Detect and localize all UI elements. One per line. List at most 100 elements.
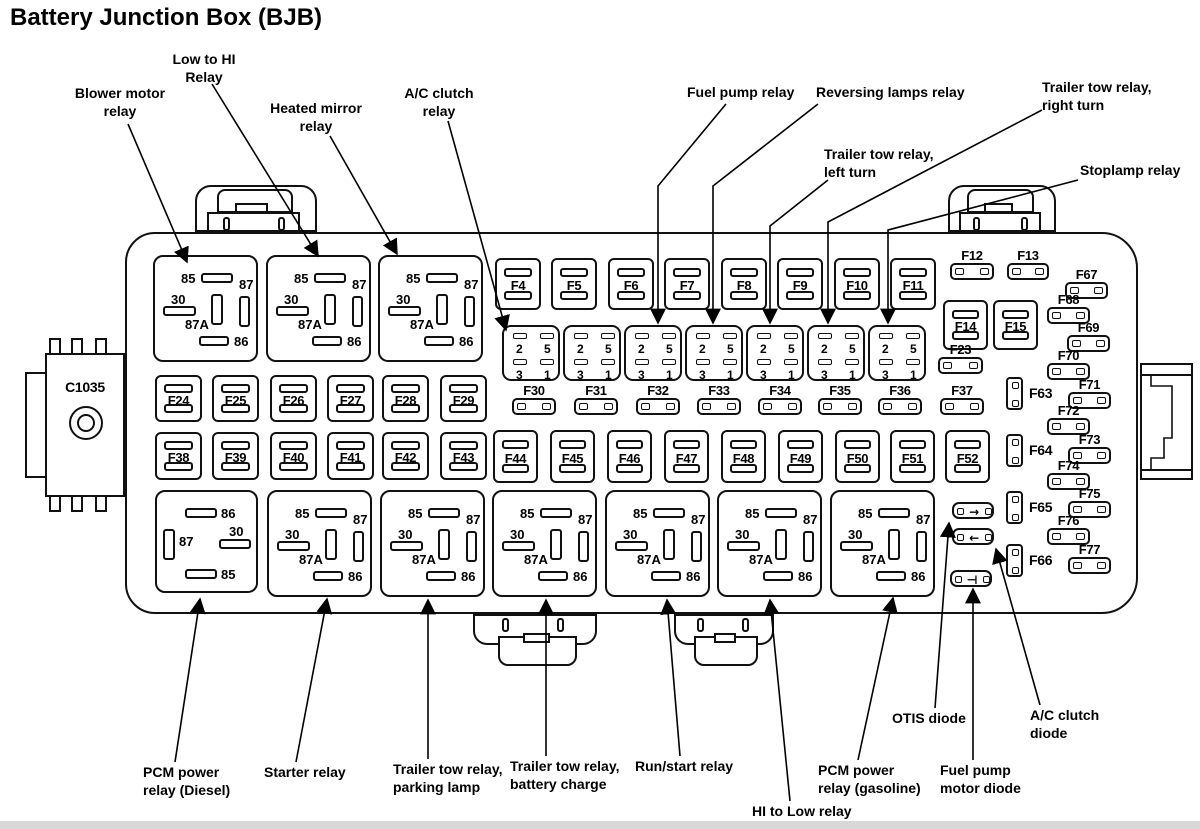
fuse-notch-right (542, 403, 551, 410)
diode-symbol: ← (969, 531, 979, 545)
pin-slot (879, 359, 893, 365)
fuse-label-F77: F77 (1078, 542, 1101, 557)
fuse-label: F43 (452, 450, 475, 465)
relay-pin-30: 30 (229, 524, 244, 539)
fuse-slot-top (954, 440, 981, 449)
relay-pin-30: 30 (510, 527, 525, 542)
relay-pin-87: 87 (803, 512, 818, 527)
top-latch-2-slot-right (1021, 217, 1028, 231)
fuse-slot-bottom (391, 462, 420, 471)
socket-pin-1: 1 (666, 368, 673, 382)
fuse-label-F31: F31 (585, 383, 607, 398)
pin-slot (696, 333, 710, 339)
fuse-F30 (512, 398, 556, 415)
socket-pin-2: 2 (821, 342, 828, 356)
fuse-notch-right (1096, 340, 1105, 347)
relay-pin-30: 30 (623, 527, 638, 542)
fuse-F25: F25 (212, 375, 259, 422)
relay-pin-87a: 87A (862, 552, 886, 567)
fuse-notch-left (1073, 562, 1082, 569)
fuse-F38: F38 (155, 432, 202, 480)
leader-line-11 (295, 597, 333, 763)
fuse-slot-bottom (221, 462, 250, 471)
fuse-F47: F47 (664, 430, 709, 483)
socket-pin-5: 5 (605, 342, 612, 356)
fuse-notch-bottom (1012, 514, 1019, 521)
fuse-label-F71: F71 (1078, 377, 1101, 392)
socket-pin-3: 3 (577, 368, 584, 382)
fuel-pump-motor-diode-slot: ⊣ (950, 570, 992, 587)
socket-pin-3: 3 (821, 368, 828, 382)
fuse-slot-bottom (617, 291, 645, 300)
fuse-F9: F9 (777, 258, 823, 310)
fuse-F73 (1068, 447, 1111, 464)
fuse-notch-top (1012, 439, 1019, 446)
fuse-notch-left (1073, 506, 1082, 513)
pin-slot (574, 333, 588, 339)
bottom-edge-strip (0, 821, 1200, 829)
top-latch-2-slot-left (973, 217, 980, 231)
fuse-label-F67: F67 (1075, 267, 1098, 282)
fuse-label: F45 (561, 451, 584, 466)
fuse-label: F42 (394, 450, 417, 465)
relay-slot-87 (803, 531, 814, 562)
fuse-slot-top (164, 384, 193, 393)
top-latch-1-tab (235, 203, 268, 213)
relay-pin-86: 86 (573, 569, 588, 584)
callout-blower-motor-relay: Blower motor relay (74, 85, 166, 119)
fuse-notch-left (943, 362, 952, 369)
fuse-notch-left (955, 268, 964, 275)
relay-slot-87a (436, 294, 448, 325)
callout-trailer-tow-relay-battery-charge: Trailer tow relay, battery charge (510, 758, 620, 792)
relay-pin-87a: 87A (749, 552, 773, 567)
fuse-slot-bottom (502, 464, 529, 473)
relay-slot-87a (888, 529, 900, 560)
fuse-F74 (1047, 473, 1090, 490)
relay-pin-85: 85 (406, 271, 421, 286)
relay-pin-87: 87 (179, 534, 194, 549)
fuse-notch-right (1035, 268, 1044, 275)
pin-slot (818, 333, 832, 339)
top-latch-2-tab (984, 203, 1013, 213)
fuse-label-F74: F74 (1057, 458, 1080, 473)
fuse-slot-bottom (164, 462, 193, 471)
callout-starter-relay: Starter relay (264, 764, 346, 780)
relay-slot-86 (763, 571, 793, 581)
fuse-slot-top (952, 310, 979, 319)
fuse-F46: F46 (607, 430, 652, 483)
fuse-label-F32: F32 (647, 383, 669, 398)
relay-pin-85: 85 (745, 506, 760, 521)
fuse-slot-bottom (954, 464, 981, 473)
relay-slot-30 (276, 306, 309, 316)
relay-slot-85 (314, 273, 346, 283)
fuse-notch-left (702, 403, 711, 410)
fuse-label: F11 (902, 278, 924, 293)
fuse-F75 (1068, 501, 1111, 518)
fuse-notch-bottom (1012, 457, 1019, 464)
fuse-notch-bottom (1012, 400, 1019, 407)
pin-slot (540, 359, 554, 365)
socket-pin-1: 1 (605, 368, 612, 382)
callout-run-start-relay: Run/start relay (635, 758, 734, 774)
bottom-latch-2-tab (714, 633, 736, 643)
fuse-slot-top (221, 384, 250, 393)
fuse-label-F36: F36 (889, 383, 911, 398)
fuse-slot-top (844, 440, 871, 449)
fuse-notch-left (945, 403, 954, 410)
fuse-notch-left (641, 403, 650, 410)
fuse-notch-left (579, 403, 588, 410)
fuse-slot-top (786, 268, 814, 277)
relay-pin-85: 85 (221, 567, 236, 582)
fuse-slot-bottom (449, 404, 478, 413)
relay-pin-87: 87 (353, 512, 368, 527)
relay-pin-86: 86 (234, 334, 249, 349)
fuse-notch-left (1073, 397, 1082, 404)
diode-notch-right (983, 576, 990, 583)
relay-slot-87 (353, 531, 364, 562)
bottom-latch-1-tab (523, 633, 550, 643)
fuse-notch-left (1052, 423, 1061, 430)
